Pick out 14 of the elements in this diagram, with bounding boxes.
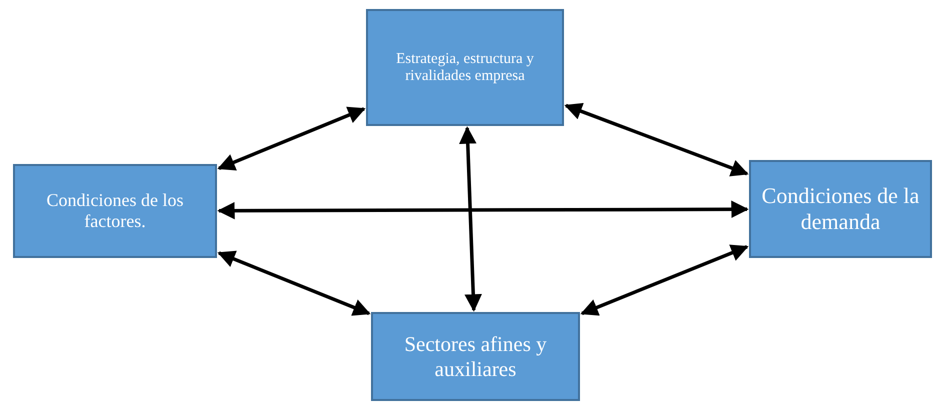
factor-box (749, 160, 932, 258)
double-arrow (217, 200, 749, 220)
box-label: Estrategia, estructura y rivalidades empresa (395, 50, 535, 84)
factor-box (13, 164, 217, 258)
double-arrow (459, 126, 482, 312)
box-label: Condiciones de la demanda (760, 183, 920, 235)
double-arrow (217, 250, 371, 316)
double-arrow (564, 102, 749, 176)
double-arrow (217, 106, 366, 170)
factor-box (371, 312, 580, 401)
double-arrow (580, 244, 749, 316)
factor-box (366, 9, 564, 126)
box-label: Condiciones de los factores. (46, 190, 184, 232)
box-label: Sectores afines y auxiliares (403, 332, 548, 382)
